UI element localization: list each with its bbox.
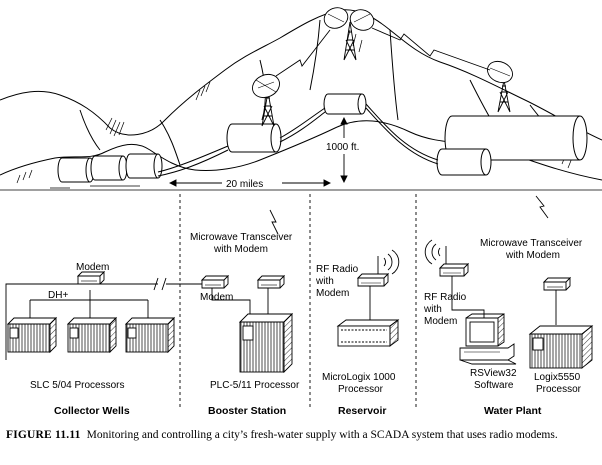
slc-processors-label: SLC 5/04 Processors — [30, 380, 125, 391]
rf-radio-reservoir — [356, 249, 400, 287]
rf-radio-wp-label-line3: Modem — [424, 316, 457, 327]
elevation-label: 1000 ft. — [326, 142, 359, 153]
microwave-tower-booster — [252, 73, 280, 127]
figure-number: FIGURE 11.11 — [6, 429, 81, 441]
rsview-label-line1: RSView32 — [470, 368, 517, 379]
site-reservoir: Reservoir — [338, 405, 386, 417]
figure-caption-text: Monitoring and controlling a city’s fres… — [86, 429, 558, 441]
collector-wells-tanks — [50, 153, 163, 189]
rf-radio-reservoir-label-line2: with — [315, 276, 334, 287]
water-plant-tanks — [436, 115, 588, 176]
microwave-tower-mountain — [323, 7, 375, 61]
pipelines — [157, 103, 439, 177]
site-booster-station: Booster Station — [208, 405, 286, 417]
rsview-label-line2: Software — [474, 380, 514, 391]
microwave-transceiver-booster — [256, 274, 286, 289]
microwave-links — [269, 27, 549, 235]
microwave-transceiver-wp-label-line1: Microwave Transceiver — [480, 238, 583, 249]
rf-radio-wp-label-line2: with — [423, 304, 442, 315]
distance-label: 20 miles — [226, 179, 263, 190]
slc-processor-rack-1 — [6, 316, 58, 354]
slc-processor-rack-3 — [124, 316, 176, 354]
booster-station-tank — [226, 123, 282, 153]
modem-collector — [76, 270, 106, 285]
microwave-transceiver-label-line2: with Modem — [213, 244, 268, 255]
microwave-transceiver-label-line1: Microwave Transceiver — [190, 232, 293, 243]
rf-radio-reservoir-label-line3: Modem — [316, 288, 349, 299]
reservoir-tank — [323, 93, 367, 115]
microwave-transceiver-water-plant — [542, 276, 572, 291]
site-separators — [179, 194, 417, 410]
logix-label-line2: Processor — [536, 384, 582, 395]
modem-booster-label: Modem — [200, 292, 233, 303]
micrologix-label-line1: MicroLogix 1000 — [322, 372, 396, 383]
dh-plus-label: DH+ — [48, 290, 68, 301]
modem-booster — [200, 274, 230, 289]
logix5550-processor — [528, 325, 594, 369]
figure-caption: FIGURE 11.11 Monitoring and controlling a… — [6, 428, 596, 442]
plc5-processor-label: PLC-5/11 Processor — [210, 380, 300, 391]
microwave-transceiver-wp-label-line2: with Modem — [505, 250, 560, 261]
rsview-computer — [459, 313, 517, 365]
site-collector-wells: Collector Wells — [54, 405, 130, 417]
microwave-tower-water-plant — [487, 60, 513, 113]
scada-diagram: 20 miles 1000 ft. — [0, 7, 602, 417]
modem-collector-label: Modem — [76, 262, 109, 273]
slc-processor-rack-2 — [66, 316, 118, 354]
rf-radio-wp-label-line1: RF Radio — [424, 292, 467, 303]
distance-annotation — [168, 179, 332, 187]
plc5-processor — [238, 312, 294, 374]
elevation-annotation — [340, 116, 348, 184]
logix-label-line1: Logix5550 — [534, 372, 581, 383]
rf-radio-water-plant — [424, 239, 470, 277]
micrologix-processor — [336, 319, 400, 347]
rf-radio-reservoir-label-line1: RF Radio — [316, 264, 359, 275]
micrologix-label-line2: Processor — [338, 384, 384, 395]
site-water-plant: Water Plant — [484, 405, 542, 417]
